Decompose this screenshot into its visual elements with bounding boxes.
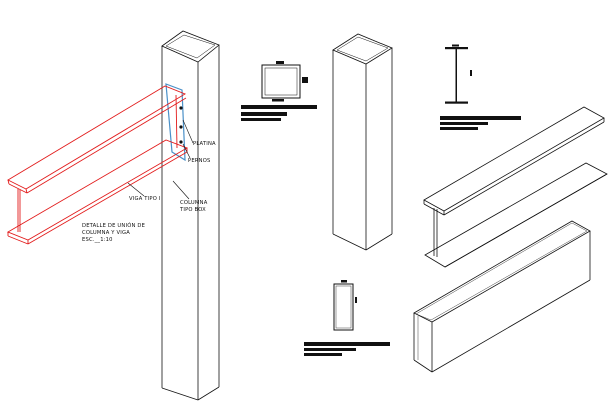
label-platina: PLATINA bbox=[193, 141, 216, 147]
box-section-view bbox=[241, 61, 317, 121]
rect-tube-section-view bbox=[304, 280, 390, 356]
i-beam-iso bbox=[423, 106, 608, 268]
rect-tube-iso bbox=[413, 220, 591, 373]
label-columna-line2: TIPO BOX bbox=[179, 207, 206, 213]
i-section-view bbox=[440, 44, 521, 130]
detail-title-line2: COLUMNA Y VIGA bbox=[82, 230, 130, 236]
label-pernos: PERNOS bbox=[188, 158, 210, 164]
bolt-3 bbox=[179, 140, 183, 144]
box-column-detail bbox=[161, 30, 220, 401]
bolt-1 bbox=[179, 106, 183, 110]
box-column-iso bbox=[332, 33, 393, 251]
label-columna-line1: COLUMNA bbox=[180, 200, 208, 206]
label-viga: VIGA TIPO I bbox=[129, 196, 161, 202]
detail-title-line3: ESC.__1:10 bbox=[82, 237, 113, 243]
leader-lines bbox=[127, 119, 194, 200]
bolt-2 bbox=[179, 125, 183, 129]
i-beam-detail bbox=[6, 85, 189, 245]
detail-title-line1: DETALLE DE UNIÓN DE bbox=[82, 222, 145, 229]
